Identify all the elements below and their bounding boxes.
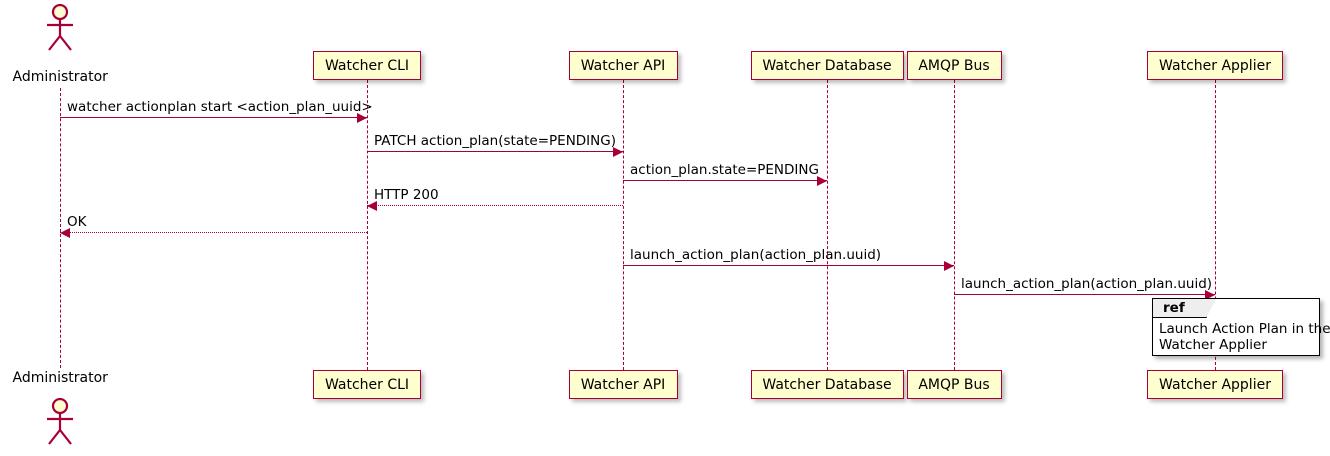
participant-box-watcher-cli-top[interactable]: Watcher CLI	[313, 51, 421, 80]
message-label-7: launch_action_plan(action_plan.uuid)	[961, 276, 1213, 292]
message-label-6: launch_action_plan(action_plan.uuid)	[630, 247, 882, 263]
actor-figure-administrator-bottom	[47, 398, 73, 445]
actor-label-administrator-top: Administrator	[12, 69, 108, 85]
participant-box-watcher-api-top[interactable]: Watcher API	[568, 51, 678, 80]
actor-label-administrator-bottom: Administrator	[12, 370, 108, 386]
lifeline-watcher-applier	[1215, 80, 1216, 370]
message-label-1: watcher actionplan start <action_plan_uu…	[67, 99, 373, 115]
message-label-4: HTTP 200	[374, 187, 439, 203]
message-line-2	[367, 151, 623, 152]
message-arrowhead-5	[60, 227, 70, 238]
ref-fragment-line-2: Watcher Applier	[1159, 337, 1267, 353]
participant-box-watcher-applier-top[interactable]: Watcher Applier	[1147, 51, 1283, 80]
message-label-5: OK	[67, 214, 87, 230]
message-line-1	[60, 117, 367, 118]
participant-box-watcher-api-bottom[interactable]: Watcher API	[568, 370, 678, 399]
actor-figure-administrator	[47, 4, 73, 51]
ref-fragment-line-1: Launch Action Plan in the	[1159, 321, 1330, 337]
message-arrowhead-1	[357, 112, 367, 123]
message-arrowhead-3	[817, 175, 827, 186]
participant-box-amqp-bus-bottom[interactable]: AMQP Bus	[906, 370, 1002, 399]
message-arrowhead-7	[1205, 289, 1215, 300]
participant-box-watcher-applier-bottom[interactable]: Watcher Applier	[1147, 370, 1283, 399]
message-line-5	[60, 232, 367, 233]
message-label-3: action_plan.state=PENDING	[630, 162, 819, 178]
message-line-3	[623, 180, 827, 181]
lifeline-watcher-cli	[367, 80, 368, 370]
message-line-4	[367, 205, 623, 206]
message-label-2: PATCH action_plan(state=PENDING)	[374, 133, 616, 149]
participant-box-amqp-bus-top[interactable]: AMQP Bus	[906, 51, 1002, 80]
message-line-6	[623, 265, 954, 266]
message-line-7	[954, 294, 1215, 295]
message-arrowhead-4	[367, 200, 377, 211]
participant-box-watcher-cli-bottom[interactable]: Watcher CLI	[313, 370, 421, 399]
lifeline-watcher-database	[827, 80, 828, 370]
ref-fragment-tab: ref	[1153, 299, 1207, 318]
message-arrowhead-2	[613, 146, 623, 157]
message-arrowhead-6	[944, 260, 954, 271]
ref-fragment-tab-corner	[1205, 299, 1216, 318]
participant-box-watcher-database-top[interactable]: Watcher Database	[750, 51, 904, 80]
participant-box-watcher-database-bottom[interactable]: Watcher Database	[750, 370, 904, 399]
lifeline-watcher-api	[623, 80, 624, 370]
lifeline-amqp-bus	[954, 80, 955, 370]
